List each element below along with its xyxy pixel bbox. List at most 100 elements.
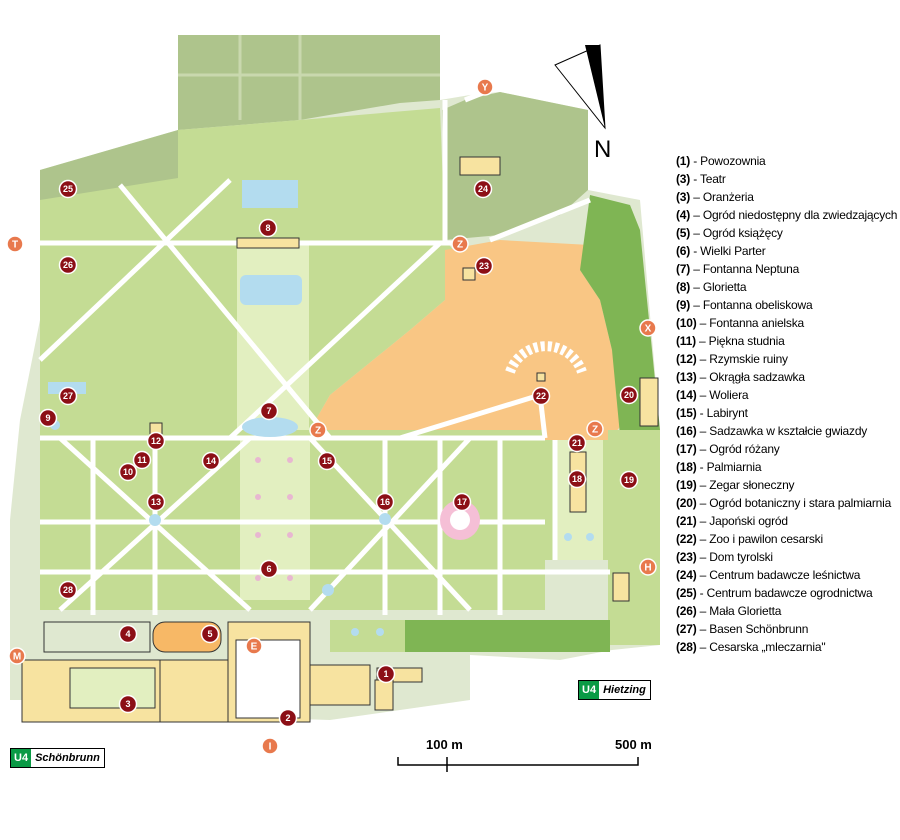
entrance-h-6-label: H: [644, 563, 651, 574]
poi-marker-27-circle: [58, 386, 78, 406]
rose-garden: [440, 500, 480, 540]
forest-grid: [178, 35, 440, 120]
paths: [38, 87, 610, 615]
scale-label-500: 500 m: [615, 737, 652, 752]
poi-marker-15-label: 15: [322, 456, 332, 466]
legend-item: (15) - Labirynt: [676, 406, 748, 420]
poi-marker-23[interactable]: 23: [474, 256, 494, 276]
legend-item: (7) – Fontanna Neptuna: [676, 262, 800, 276]
entrance-e-8-circle: [245, 637, 263, 655]
poi-marker-12[interactable]: 12: [146, 431, 166, 451]
poi-marker-28[interactable]: 28: [58, 580, 78, 600]
entrance-z-4-label: Z: [592, 425, 598, 436]
poi-marker-20[interactable]: 20: [619, 385, 639, 405]
poi-marker-15[interactable]: 15: [317, 451, 337, 471]
poi-marker-8[interactable]: 8: [258, 218, 278, 238]
entrance-y-0[interactable]: Y: [476, 78, 494, 96]
entrance-m-7-circle: [8, 647, 26, 665]
lawn-south: [330, 620, 405, 652]
poi-marker-24[interactable]: 24: [473, 179, 493, 199]
poi-marker-21[interactable]: 21: [567, 433, 587, 453]
entrance-e-8[interactable]: E: [245, 637, 263, 655]
station-hietzing[interactable]: U4 Hietzing: [578, 680, 651, 700]
poi-marker-7-circle: [259, 401, 279, 421]
poi-marker-10[interactable]: 10: [118, 462, 138, 482]
poi-marker-13[interactable]: 13: [146, 492, 166, 512]
poi-marker-3-label: 3: [125, 699, 130, 709]
poi-marker-20-label: 20: [624, 390, 634, 400]
legend-item: (26) – Mała Glorietta: [676, 604, 782, 618]
poi-marker-6[interactable]: 6: [259, 559, 279, 579]
lower-lawns-east2: [608, 430, 660, 645]
station-schonbrunn[interactable]: U4 Schönbrunn: [10, 748, 105, 768]
poi-marker-19[interactable]: 19: [619, 470, 639, 490]
legend-item: (9) – Fontanna obeliskowa: [676, 298, 813, 312]
poi-marker-7[interactable]: 7: [259, 401, 279, 421]
legend-item: (21) – Japoński ogród: [676, 514, 788, 528]
poi-marker-14-circle: [201, 451, 221, 471]
poi-marker-21-circle: [567, 433, 587, 453]
legend-item: (17) – Ogród różany: [676, 442, 780, 456]
entrance-i-9-circle: [261, 737, 279, 755]
poi-marker-16-circle: [375, 492, 395, 512]
poi-marker-22-label: 22: [536, 391, 546, 401]
poi-marker-23-circle: [474, 256, 494, 276]
entrance-z-3-circle: [309, 421, 327, 439]
poi-marker-6-circle: [259, 559, 279, 579]
orangery-court: [69, 667, 156, 709]
legend-item: (19) – Zegar słoneczny: [676, 478, 795, 492]
entrance-x-5-label: X: [645, 324, 652, 335]
legend-item: (3) – Oranżeria: [676, 190, 754, 204]
legend-item: (27) – Basen Schönbrunn: [676, 622, 809, 636]
poi-marker-26[interactable]: 26: [58, 255, 78, 275]
poi-marker-4-label: 4: [125, 629, 130, 639]
entrance-z-3-label: Z: [315, 426, 321, 437]
legend-item: (8) – Glorietta: [676, 280, 747, 294]
legend-item: (13) – Okrągła sadzawka: [676, 370, 805, 384]
botanic-garden: [580, 195, 660, 435]
palace-court: [235, 639, 301, 719]
legend-item: (1) - Powozownia: [676, 154, 766, 168]
entrance-m-7[interactable]: M: [8, 647, 26, 665]
poi-marker-5-circle: [200, 624, 220, 644]
poi-marker-5-label: 5: [207, 629, 212, 639]
entrance-z-2[interactable]: Z: [451, 235, 469, 253]
poi-marker-24-label: 24: [478, 184, 488, 194]
north-arrow-icon: [554, 44, 606, 130]
entrance-t-1-label: T: [12, 240, 18, 251]
poi-marker-14-label: 14: [206, 456, 216, 466]
poi-marker-5[interactable]: 5: [200, 624, 220, 644]
entrance-z-3[interactable]: Z: [309, 421, 327, 439]
legend-item: (11) – Piękna studnia: [676, 334, 785, 348]
entrance-t-1-circle: [6, 235, 24, 253]
upper-forest: [178, 35, 440, 130]
poi-marker-25[interactable]: 25: [58, 179, 78, 199]
poi-marker-3[interactable]: 3: [118, 694, 138, 714]
poi-marker-16[interactable]: 16: [375, 492, 395, 512]
poi-marker-22[interactable]: 22: [531, 386, 551, 406]
entrance-h-6[interactable]: H: [639, 558, 657, 576]
poi-marker-4[interactable]: 4: [118, 624, 138, 644]
poi-marker-1-circle: [376, 664, 396, 684]
poi-marker-1[interactable]: 1: [376, 664, 396, 684]
poi-marker-6-label: 6: [266, 564, 271, 574]
poi-marker-14[interactable]: 14: [201, 451, 221, 471]
poi-marker-9[interactable]: 9: [38, 408, 58, 428]
poi-marker-11[interactable]: 11: [132, 450, 152, 470]
poi-marker-26-circle: [58, 255, 78, 275]
entrance-t-1[interactable]: T: [6, 235, 24, 253]
poi-marker-18-label: 18: [572, 474, 582, 484]
poi-marker-17[interactable]: 17: [452, 492, 472, 512]
entrance-z-4[interactable]: Z: [586, 420, 604, 438]
poi-marker-12-circle: [146, 431, 166, 451]
poi-marker-18[interactable]: 18: [567, 469, 587, 489]
poi-marker-17-label: 17: [457, 497, 467, 507]
parterre-beds: [255, 457, 293, 581]
entrance-markers: Y T Z Z Z X H M E I: [6, 78, 657, 755]
entrance-i-9[interactable]: I: [261, 737, 279, 755]
entrance-x-5[interactable]: X: [639, 319, 657, 337]
poi-marker-2[interactable]: 2: [278, 708, 298, 728]
poi-marker-27[interactable]: 27: [58, 386, 78, 406]
scale-label-100: 100 m: [426, 737, 463, 752]
